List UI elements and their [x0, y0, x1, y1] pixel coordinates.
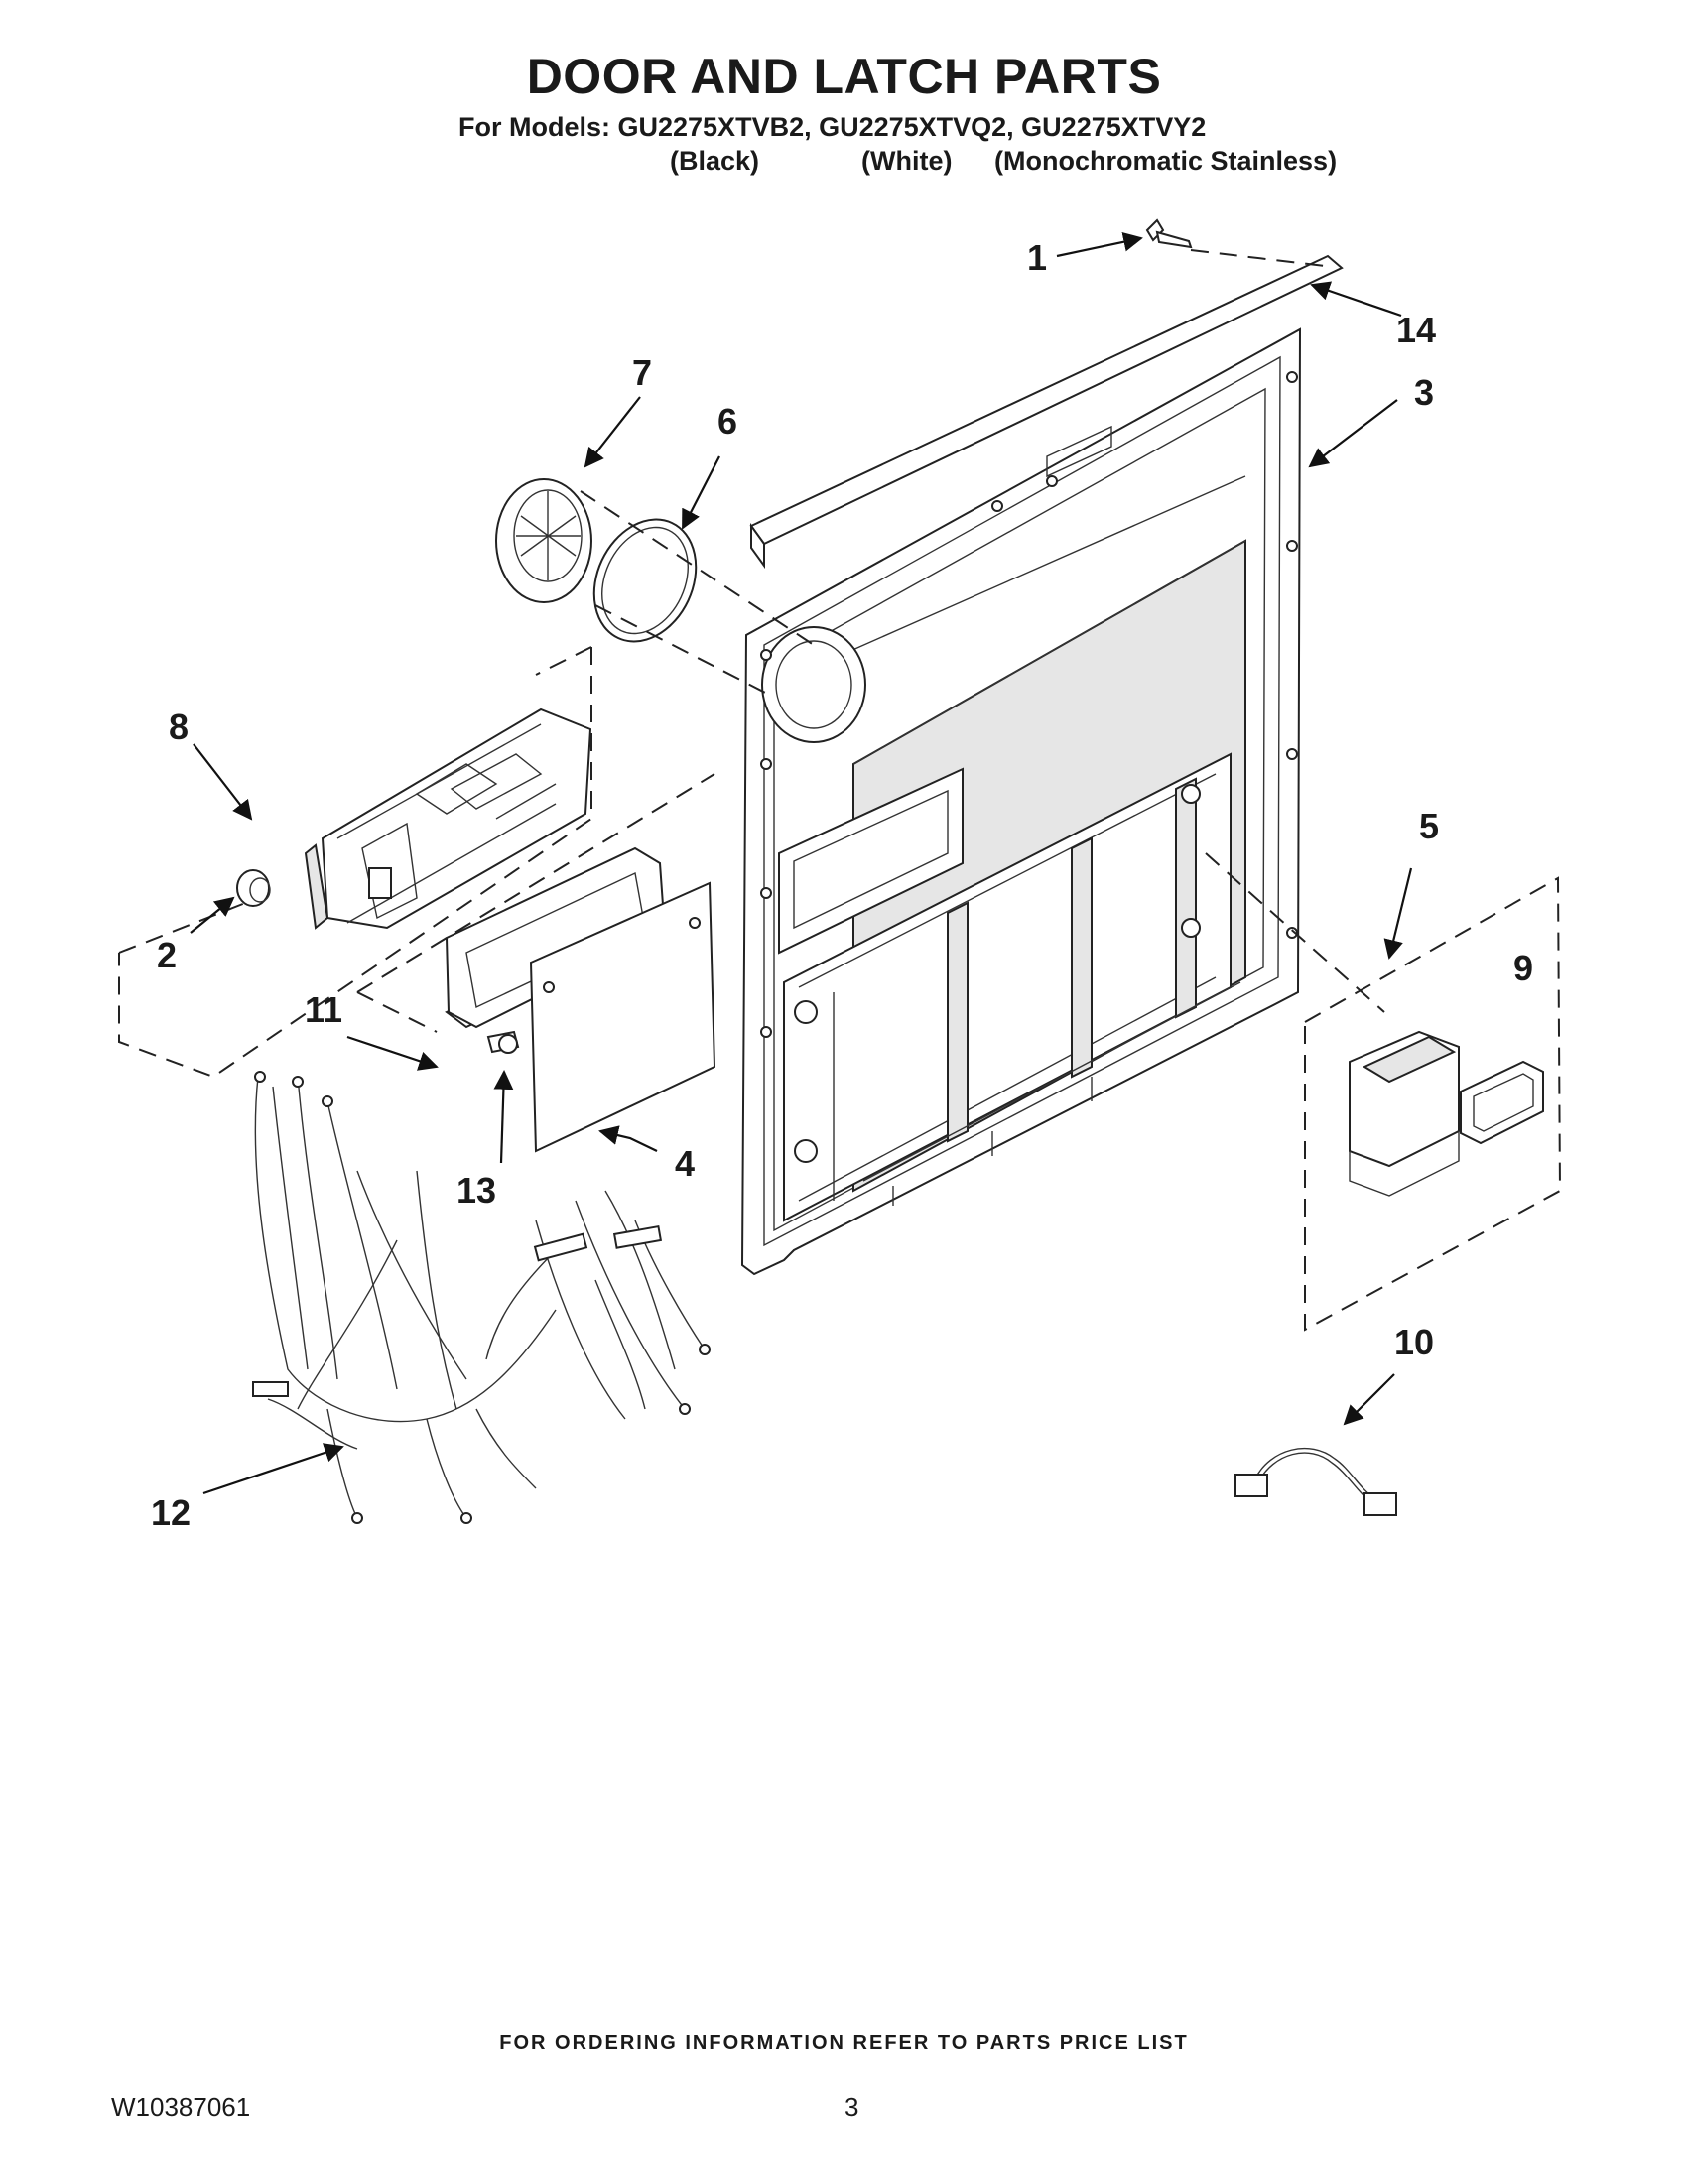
callout-8: 8: [169, 707, 190, 747]
dispenser-assembly: [304, 707, 592, 930]
models-line: For Models: GU2275XTVB2, GU2275XTVQ2, GU…: [458, 112, 1207, 142]
page-title: DOOR AND LATCH PARTS: [526, 49, 1162, 104]
callout-4: 4: [675, 1143, 696, 1184]
top-vent-strip: [749, 254, 1344, 570]
latch-wire: [1234, 1447, 1397, 1516]
callout-3: 3: [1414, 372, 1435, 413]
wire-harness: [252, 1071, 711, 1524]
rinse-aid-cap: [236, 869, 271, 907]
callout-10: 10: [1394, 1322, 1435, 1362]
callout-6: 6: [717, 401, 738, 442]
color-black: (Black): [670, 146, 760, 176]
color-white: (White): [861, 146, 953, 176]
door-latch: [1349, 1030, 1460, 1197]
screw-part-13: [486, 1030, 520, 1054]
document-number: W10387061: [111, 2092, 251, 2121]
control-board: [529, 881, 716, 1153]
vent-gasket: [592, 518, 698, 643]
callout-7: 7: [632, 352, 653, 393]
callout-5: 5: [1419, 806, 1440, 846]
page-number: 3: [844, 2092, 859, 2121]
vent-cap: [495, 478, 592, 603]
ordering-note: FOR ORDERING INFORMATION REFER TO PARTS …: [499, 2032, 1189, 2054]
callout-9: 9: [1513, 948, 1534, 988]
callout-14: 14: [1396, 310, 1437, 350]
callout-11: 11: [305, 989, 343, 1030]
callout-2: 2: [157, 935, 178, 975]
latch-gasket: [1460, 1060, 1544, 1145]
callout-13: 13: [456, 1170, 497, 1211]
inner-door-panel: [740, 327, 1302, 1276]
screw-part-1: [1145, 218, 1326, 267]
callout-1: 1: [1027, 237, 1048, 278]
color-stainless: (Monochromatic Stainless): [994, 146, 1338, 176]
callout-12: 12: [151, 1492, 192, 1533]
